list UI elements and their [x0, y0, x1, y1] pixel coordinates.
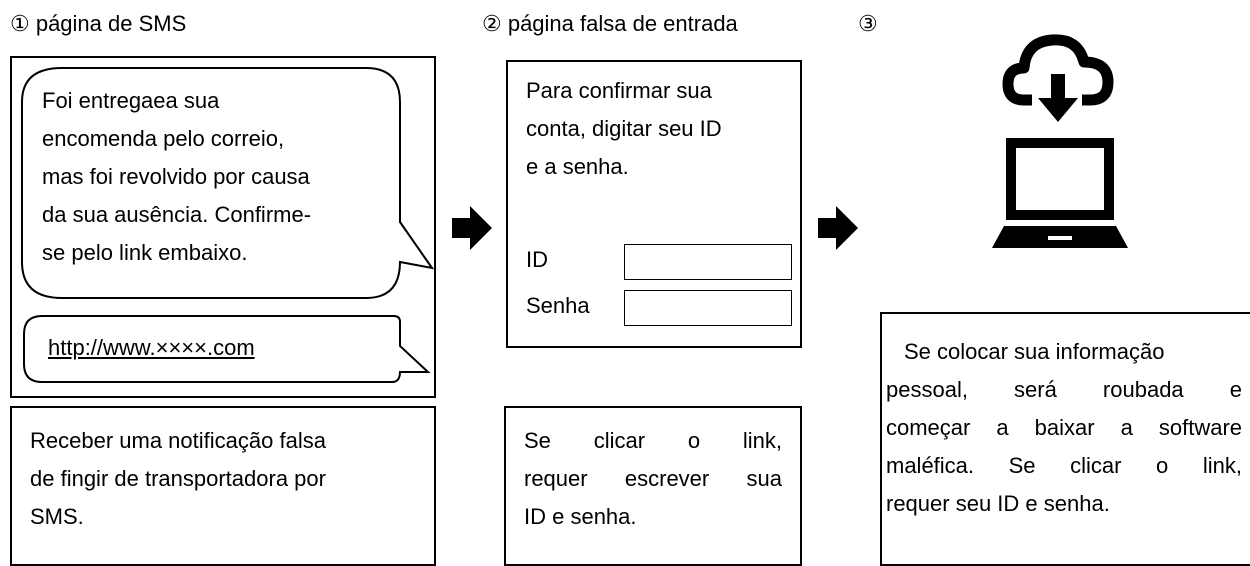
caption-line: pessoal, será roubada e — [886, 377, 1242, 402]
id-label: ID — [526, 247, 548, 272]
sms-line: encomenda pelo correio, — [42, 126, 285, 151]
right-arrow-icon — [818, 206, 858, 250]
caption-line: ID e senha. — [524, 504, 637, 529]
login-prompt: Para confirmar sua conta, digitar seu ID… — [526, 72, 796, 186]
step2-heading: ② página falsa de entrada — [482, 11, 738, 36]
right-arrow-icon — [452, 206, 492, 250]
step2-caption: Se clicar o link, requer escrever sua ID… — [524, 422, 782, 536]
password-label: Senha — [526, 293, 590, 318]
laptop-icon — [992, 138, 1128, 248]
sms-message-text: Foi entregaea sua encomenda pelo correio… — [42, 82, 392, 272]
password-input[interactable] — [624, 290, 792, 326]
sms-message-bubble — [21, 67, 435, 299]
sms-line: mas foi revolvido por causa — [42, 164, 310, 189]
prompt-line: Para confirmar sua — [526, 78, 712, 103]
step3-heading: ③ — [858, 11, 878, 36]
sms-link-bubble — [23, 315, 431, 383]
step1-heading: ① página de SMS — [10, 11, 187, 36]
caption-line: requer escrever sua — [524, 466, 782, 491]
cloud-download-icon — [1002, 34, 1114, 122]
id-input[interactable] — [624, 244, 792, 280]
caption-line: maléfica. Se clicar o link, — [886, 453, 1242, 478]
prompt-line: conta, digitar seu ID — [526, 116, 722, 141]
caption-line: requer seu ID e senha. — [886, 491, 1110, 516]
caption-line: de fingir de transportadora por — [30, 466, 326, 491]
prompt-line: e a senha. — [526, 154, 629, 179]
caption-line: Receber uma notificação falsa — [30, 428, 326, 453]
sms-line: Foi entregaea sua — [42, 88, 220, 113]
phishing-link[interactable]: http://www.××××.com — [48, 335, 255, 360]
sms-line: da sua ausência. Confirme- — [42, 202, 312, 227]
caption-line: Se colocar sua informação — [904, 339, 1165, 364]
step3-caption: Se colocar sua informação pessoal, será … — [886, 333, 1242, 523]
step3-caption-box — [880, 312, 1250, 566]
step1-caption: Receber uma notificação falsa de fingir … — [30, 422, 410, 536]
caption-line: SMS. — [30, 504, 84, 529]
caption-line: começar a baixar a software — [886, 415, 1242, 440]
sms-line: se pelo link embaixo. — [42, 240, 248, 265]
step2-caption-box — [504, 406, 802, 566]
caption-line: Se clicar o link, — [524, 428, 782, 453]
